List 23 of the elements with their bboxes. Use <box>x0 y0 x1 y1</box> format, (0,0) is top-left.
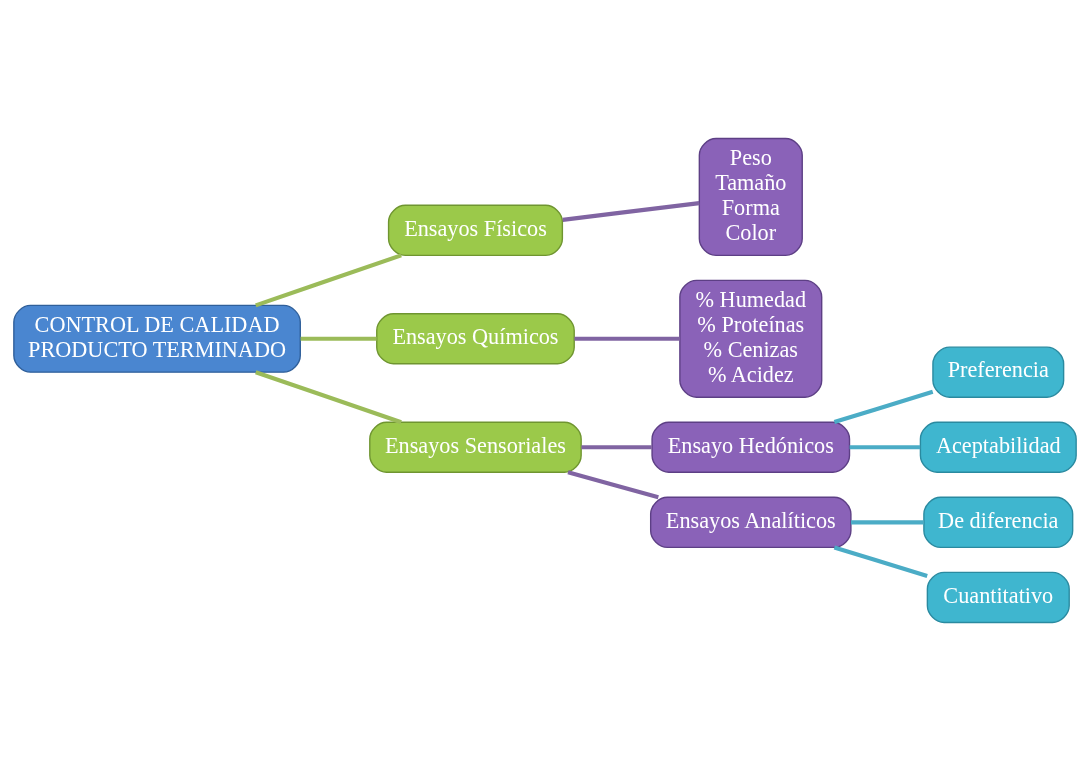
connector <box>849 445 921 450</box>
node-box: Ensayos Analíticos <box>649 496 852 549</box>
connector <box>574 336 680 341</box>
node-box: Cuantitativo <box>926 571 1070 624</box>
node-box: % Humedad % Proteínas % Cenizas % Acidez <box>679 279 823 398</box>
node-box: CONTROL DE CALIDAD PRODUCTO TERMINADO <box>13 304 301 373</box>
connector <box>833 545 928 579</box>
node-box: Ensayos Sensoriales <box>369 421 582 473</box>
node-box: Preferencia <box>932 346 1065 398</box>
connector <box>851 520 924 525</box>
connector <box>833 389 934 425</box>
connector <box>255 370 402 425</box>
node-box: Ensayos Físicos <box>387 204 564 257</box>
node-box: Ensayo Hedónicos <box>651 421 851 473</box>
connector <box>255 253 402 308</box>
connector <box>562 201 700 222</box>
node-box: Aceptabilidad <box>919 421 1077 473</box>
connector <box>567 470 659 500</box>
node-box: Peso Tamaño Forma Color <box>698 137 803 257</box>
node-box: De diferencia <box>923 496 1074 549</box>
connector <box>581 445 652 450</box>
connector <box>300 336 377 341</box>
node-box: Ensayos Químicos <box>376 313 575 365</box>
